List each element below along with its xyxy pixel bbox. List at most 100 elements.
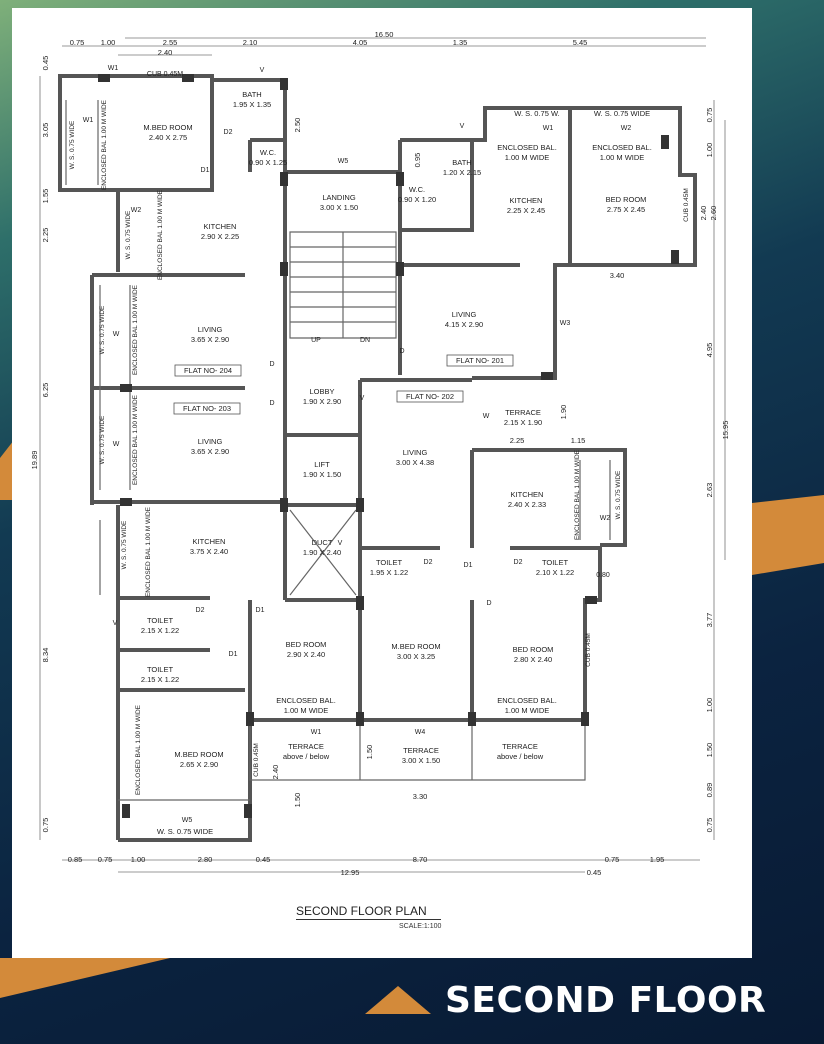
vertical-label: ENCLOSED BAL 1.00 M WIDE (574, 449, 581, 540)
vertical-label: ENCLOSED BAL 1.00 M WIDE (135, 704, 142, 795)
room-size: 2.15 X 1.22 (141, 626, 179, 635)
dimension-bottom: 0.85 (68, 855, 83, 864)
flat-label-box (396, 390, 464, 403)
room-name: ENCLOSED BAL. (497, 696, 557, 705)
vertical-label: W. S. 0.75 WIDE (69, 120, 76, 169)
dimension-top-total: 16.50 (375, 30, 394, 39)
vertical-label: ENCLOSED BAL 1.00 M WIDE (132, 394, 139, 485)
dimension-internal: 1.50 (365, 745, 374, 760)
dimension-internal: 3.40 (610, 271, 625, 280)
dimension-top: 5.45 (573, 38, 588, 47)
plan-tag: W (113, 331, 120, 338)
plan-tag: W1 (543, 125, 554, 132)
dimension-internal: 1.90 (559, 405, 568, 420)
room-name: TOILET (147, 616, 174, 625)
dimension-right: 4.95 (705, 343, 714, 358)
room-size: 3.00 X 3.25 (397, 652, 435, 661)
plan-tag: V (460, 123, 465, 130)
plan-tag: W4 (415, 729, 426, 736)
dimension-lines (39, 37, 726, 873)
dimension-bottom: 0.75 (98, 855, 113, 864)
room-size: 1.00 M WIDE (284, 706, 329, 715)
dimension-internal: 2.40 (271, 765, 280, 780)
plan-tag: W2 (131, 207, 142, 214)
dimension-top: 1.00 (101, 38, 116, 47)
dimension-left: 6.25 (41, 383, 50, 398)
plan-scale: SCALE:1:100 (399, 923, 442, 930)
decor-stripe-right (752, 495, 824, 575)
room-size: 2.90 X 2.25 (201, 232, 239, 241)
room-name: TOILET (376, 558, 403, 567)
plan-tag: D2 (424, 559, 433, 566)
room-name: TOILET (147, 665, 174, 674)
room-name: ENCLOSED BAL. (497, 143, 557, 152)
room-size: 1.90 X 1.50 (303, 470, 341, 479)
plan-tag: V (360, 395, 365, 402)
room-size: 1.00 M WIDE (505, 706, 550, 715)
room-size: 1.90 X 2.40 (303, 548, 341, 557)
vertical-label: CUB 0.45M (683, 188, 690, 222)
plan-tag: W5 (338, 158, 349, 165)
room-name: BED ROOM (513, 645, 554, 654)
vertical-label: ENCLOSED BAL 1.00 M WIDE (145, 506, 152, 597)
room-size: 0.90 X 1.20 (398, 195, 436, 204)
dimension-right: 0.89 (705, 783, 714, 798)
room-name: TERRACE (502, 742, 538, 751)
plan-tag: D (269, 400, 274, 407)
room-name: ENCLOSED BAL. (276, 696, 336, 705)
dimension-left: 2.25 (41, 228, 50, 243)
flat-label-box (174, 364, 242, 377)
dimension-bottom: 1.00 (131, 855, 146, 864)
room-name: LIVING (198, 325, 223, 334)
dimension-internal: 2.50 (293, 118, 302, 133)
room-size: above / below (283, 752, 330, 761)
plan-title-block: SECOND FLOOR PLAN SCALE:1:100 (296, 904, 442, 930)
plan-title: SECOND FLOOR PLAN (296, 904, 442, 920)
dimension-bottom: 1.95 (650, 855, 665, 864)
room-name: BATH (452, 158, 471, 167)
vertical-label: ENCLOSED BAL 1.00 M WIDE (157, 189, 164, 280)
triangle-logo-icon (365, 986, 431, 1014)
plan-tag: D (269, 361, 274, 368)
room-size: 2.15 X 1.22 (141, 675, 179, 684)
dimension-bottom: 8.70 (413, 855, 428, 864)
room-name: KITCHEN (510, 196, 543, 205)
dimension-left: 3.05 (41, 123, 50, 138)
vertical-label: W. S. 0.75 WIDE (615, 470, 622, 519)
room-size: 1.90 X 2.90 (303, 397, 341, 406)
flat-number: FLAT NO- 202 (406, 392, 454, 401)
room-size: 3.00 X 4.38 (396, 458, 434, 467)
dimension-right: 0.75 (705, 108, 714, 123)
room-size: 3.75 X 2.40 (190, 547, 228, 556)
plan-tag: W2 (621, 125, 632, 132)
floor-banner: SECOND FLOOR (365, 975, 766, 1025)
room-size: 2.40 X 2.75 (149, 133, 187, 142)
room-name: KITCHEN (204, 222, 237, 231)
room-name: W.C. (260, 148, 276, 157)
flat-label-box (446, 354, 514, 367)
room-size: 2.80 X 2.40 (514, 655, 552, 664)
room-name: TOILET (542, 558, 569, 567)
room-name: W. S. 0.75 W. (514, 109, 559, 118)
dimension-left: 0.75 (41, 818, 50, 833)
room-name: M.BED ROOM (391, 642, 440, 651)
room-name: M.BED ROOM (143, 123, 192, 132)
plan-tag: D2 (514, 559, 523, 566)
room-size: 4.15 X 2.90 (445, 320, 483, 329)
flat-number: FLAT NO- 201 (456, 356, 504, 365)
plan-tag: W2 (600, 515, 611, 522)
plan-tag: D1 (201, 167, 210, 174)
banner-title: SECOND FLOOR (445, 979, 767, 1021)
room-name: BED ROOM (606, 195, 647, 204)
vertical-label: W. S. 0.75 WIDE (121, 520, 128, 569)
dimension-right: 2.60 (709, 206, 718, 221)
plan-tag: D (399, 348, 404, 355)
dimension-top: 2.10 (243, 38, 258, 47)
flat-number: FLAT NO- 204 (184, 366, 232, 375)
plan-tag: V (113, 620, 118, 627)
dimension-bottom: 2.80 (198, 855, 213, 864)
plan-tag: V (338, 540, 343, 547)
room-name: LIVING (198, 437, 223, 446)
plan-tag: W1 (83, 117, 94, 124)
